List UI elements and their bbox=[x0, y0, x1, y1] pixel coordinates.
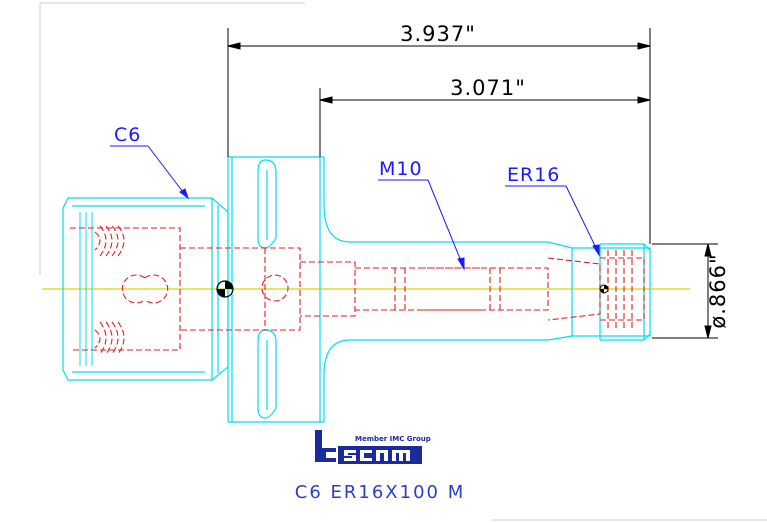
callout-leaders bbox=[110, 145, 600, 271]
drawing-title: C6 ER16X100 M bbox=[295, 482, 465, 503]
iscar-logo: Member IMC Group bbox=[315, 430, 431, 464]
hidden-features bbox=[70, 225, 645, 355]
callout-shank: C6 bbox=[114, 124, 141, 146]
overall-length-label: 3.937" bbox=[400, 22, 476, 46]
sheet-border bbox=[39, 2, 767, 521]
shank-length-label: 3.071" bbox=[450, 76, 526, 100]
logo-mark-icon bbox=[315, 430, 336, 462]
center-marks bbox=[216, 280, 609, 298]
callout-collet: ER16 bbox=[507, 164, 560, 186]
callout-thread: M10 bbox=[379, 158, 423, 180]
dimension-lines bbox=[227, 28, 718, 339]
logo-tagline: Member IMC Group bbox=[355, 435, 431, 443]
diameter-label: ø.866" bbox=[706, 253, 730, 328]
